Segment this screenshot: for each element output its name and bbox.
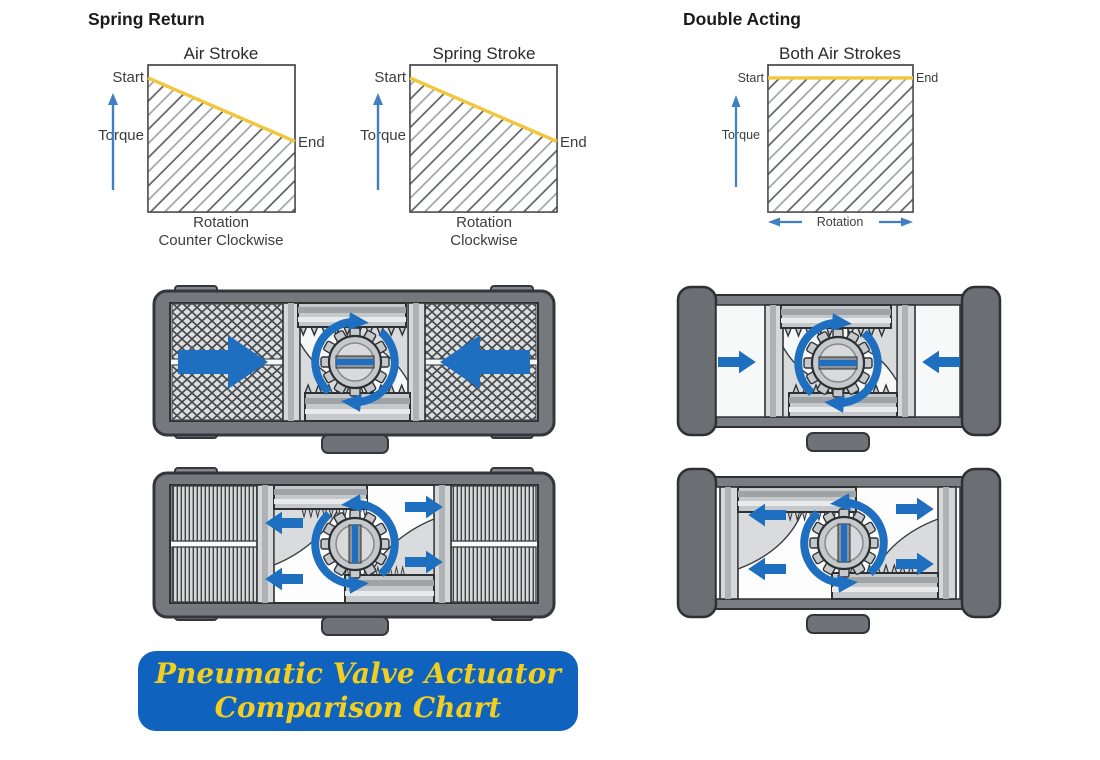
torque-axis-arrow-icon	[373, 93, 383, 190]
bottom-port-tab	[806, 614, 870, 634]
banner-line-1: Pneumatic Valve Actuator	[154, 657, 562, 690]
pinion-gear	[808, 507, 880, 579]
bottom-port-tab	[806, 432, 870, 452]
hatch-area	[148, 77, 295, 212]
plot-box-frame	[147, 64, 296, 213]
piston-left	[764, 304, 784, 418]
torque-label: Torque	[722, 128, 760, 142]
start-label: Start	[374, 69, 407, 86]
end-cap-left	[676, 467, 718, 619]
x-axis-label-2: Clockwise	[450, 232, 518, 249]
plot-box-frame	[409, 64, 558, 213]
hatch-area	[768, 77, 913, 212]
torque-line	[147, 76, 296, 144]
guide-wedge-upper-left	[737, 511, 804, 571]
x-axis-label-1: Rotation	[193, 214, 249, 231]
rack-bottom	[344, 566, 435, 604]
double-acting-stroke-1-actuator	[676, 285, 1002, 452]
piston-right	[937, 486, 957, 600]
rotation-axis-arrow-right-icon	[879, 217, 913, 227]
x-axis-label-2: Counter Clockwise	[158, 232, 283, 249]
bottom-port-tab	[321, 434, 389, 454]
start-label: Start	[112, 69, 145, 86]
spring-return-spring-stroke-actuator	[152, 467, 556, 636]
pinion-gear	[319, 326, 391, 398]
pinion-gear	[802, 327, 874, 399]
spring-right	[424, 303, 537, 421]
torque-line	[409, 76, 558, 144]
double-acting-stroke-2-actuator	[676, 467, 1002, 634]
piston-left	[719, 486, 739, 600]
end-label: End	[916, 71, 938, 85]
torque-label: Torque	[360, 127, 406, 144]
banner: Pneumatic Valve Actuator Comparison Char…	[138, 651, 578, 731]
start-label: Start	[738, 71, 765, 85]
banner-line-2: Comparison Chart	[214, 691, 502, 724]
air-stroke-chart: Air Stroke Start End Torque Rotation Cou…	[98, 44, 325, 249]
end-cap-left	[676, 285, 718, 437]
torque-axis-arrow-icon	[731, 95, 741, 187]
rack-bottom	[831, 564, 939, 600]
x-axis-label-1: Rotation	[456, 214, 512, 231]
spring-left	[171, 303, 284, 421]
hatch-area	[410, 77, 557, 212]
pinion-gear	[319, 508, 391, 580]
double-acting-heading: Double Acting	[683, 9, 801, 29]
chart-title: Spring Stroke	[433, 44, 536, 63]
spring-return-heading: Spring Return	[88, 9, 205, 29]
chart-title: Air Stroke	[184, 44, 259, 63]
chart-title: Both Air Strokes	[779, 44, 901, 63]
end-cap-right	[960, 467, 1002, 619]
piston-right	[896, 304, 916, 418]
rack-top	[273, 484, 368, 518]
spring-left-compressed	[171, 485, 258, 603]
torque-axis-arrow-icon	[108, 93, 118, 190]
spring-return-air-stroke-actuator	[152, 285, 556, 454]
x-axis-label-1: Rotation	[817, 215, 864, 229]
spring-right-compressed	[450, 485, 537, 603]
both-air-strokes-chart: Both Air Strokes Start End Torque Rotati…	[722, 44, 939, 229]
rotation-axis-arrow-left-icon	[768, 217, 802, 227]
torque-label: Torque	[98, 127, 144, 144]
plot-box-frame	[767, 64, 914, 213]
piston-right	[433, 484, 452, 604]
end-cap-right	[960, 285, 1002, 437]
rack-top	[737, 486, 858, 521]
spring-stroke-chart: Spring Stroke Start End Torque Rotation …	[360, 44, 587, 249]
piston-left	[256, 484, 275, 604]
end-label: End	[560, 134, 587, 151]
bottom-port-tab	[321, 616, 389, 636]
end-label: End	[298, 134, 325, 151]
